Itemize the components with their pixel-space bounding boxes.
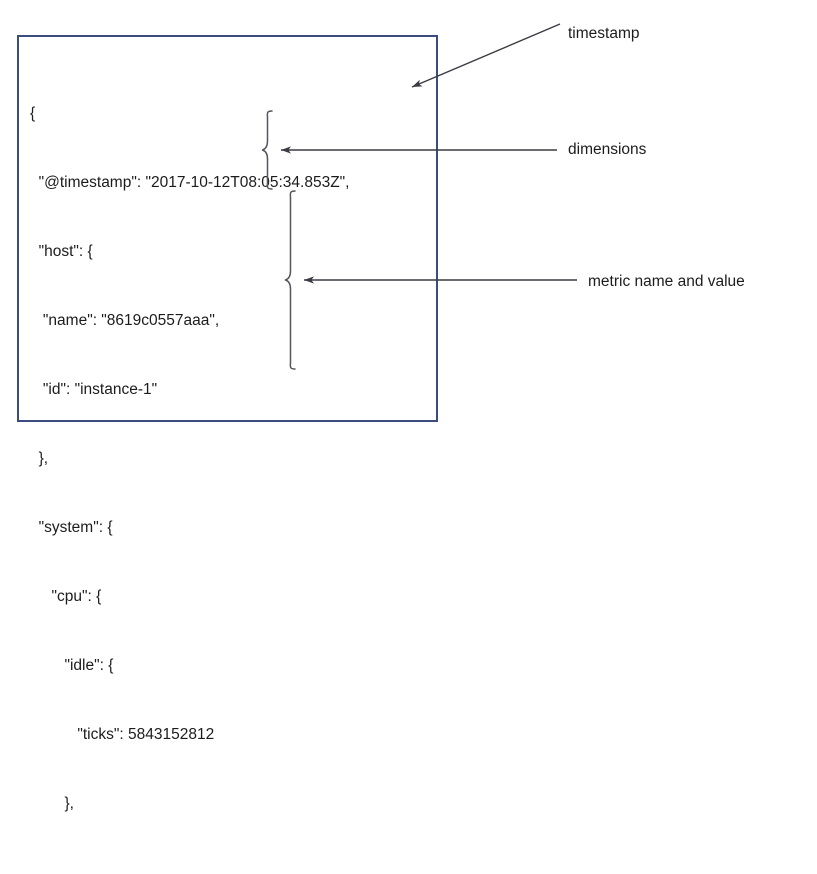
- annotation-label-dimensions: dimensions: [568, 141, 647, 158]
- json-line-ellipsis: …: [30, 864, 80, 874]
- json-line-cpu-open: "cpu": {: [30, 588, 102, 605]
- annotation-label-metric: metric name and value: [588, 273, 745, 290]
- json-line-timestamp: "@timestamp": "2017-10-12T08:05:34.853Z"…: [30, 174, 350, 191]
- json-line-host-close: },: [30, 450, 49, 467]
- diagram-canvas: { "@timestamp": "2017-10-12T08:05:34.853…: [17, 23, 745, 874]
- json-document-text: { "@timestamp": "2017-10-12T08:05:34.853…: [30, 56, 350, 874]
- json-line-host-name: "name": "8619c0557aaa",: [30, 312, 220, 329]
- json-line-ticks: "ticks": 5843152812: [30, 726, 215, 743]
- json-line-host-open: "host": {: [30, 243, 93, 260]
- json-line-idle-open: "idle": {: [30, 657, 114, 674]
- json-line-system-open: "system": {: [30, 519, 113, 536]
- annotation-label-timestamp: timestamp: [568, 25, 640, 42]
- json-document-box: [17, 35, 438, 422]
- json-line-host-id: "id": "instance-1": [30, 381, 158, 398]
- json-line-idle-close: },: [30, 795, 74, 812]
- json-line: {: [30, 105, 36, 122]
